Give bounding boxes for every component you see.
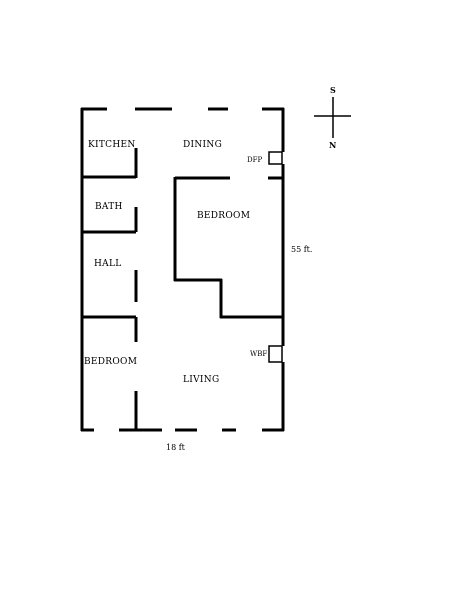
interior-walls — [82, 148, 284, 431]
compass: S N — [314, 85, 351, 150]
bedroom-lower-label: BEDROOM — [84, 357, 137, 367]
hall-label: HALL — [94, 259, 122, 269]
dfp-label: DFP — [247, 156, 262, 164]
wbf-fireplace — [268, 345, 283, 363]
compass-bottom-label: N — [329, 140, 336, 150]
fixtures — [268, 151, 283, 363]
wbf-label: WBF — [250, 350, 267, 358]
kitchen-label: KITCHEN — [88, 140, 136, 150]
dining-label: DINING — [183, 140, 222, 150]
exterior-walls — [80, 107, 285, 432]
bedroom-upper-label: BEDROOM — [197, 211, 250, 221]
living-label: LIVING — [183, 375, 219, 385]
bath-label: BATH — [95, 202, 123, 212]
compass-top-label: S — [330, 85, 336, 95]
dfp-fireplace — [268, 151, 283, 165]
width-dimension-label: 18 ft — [166, 443, 186, 452]
length-dimension-label: 55 ft. — [291, 245, 312, 254]
